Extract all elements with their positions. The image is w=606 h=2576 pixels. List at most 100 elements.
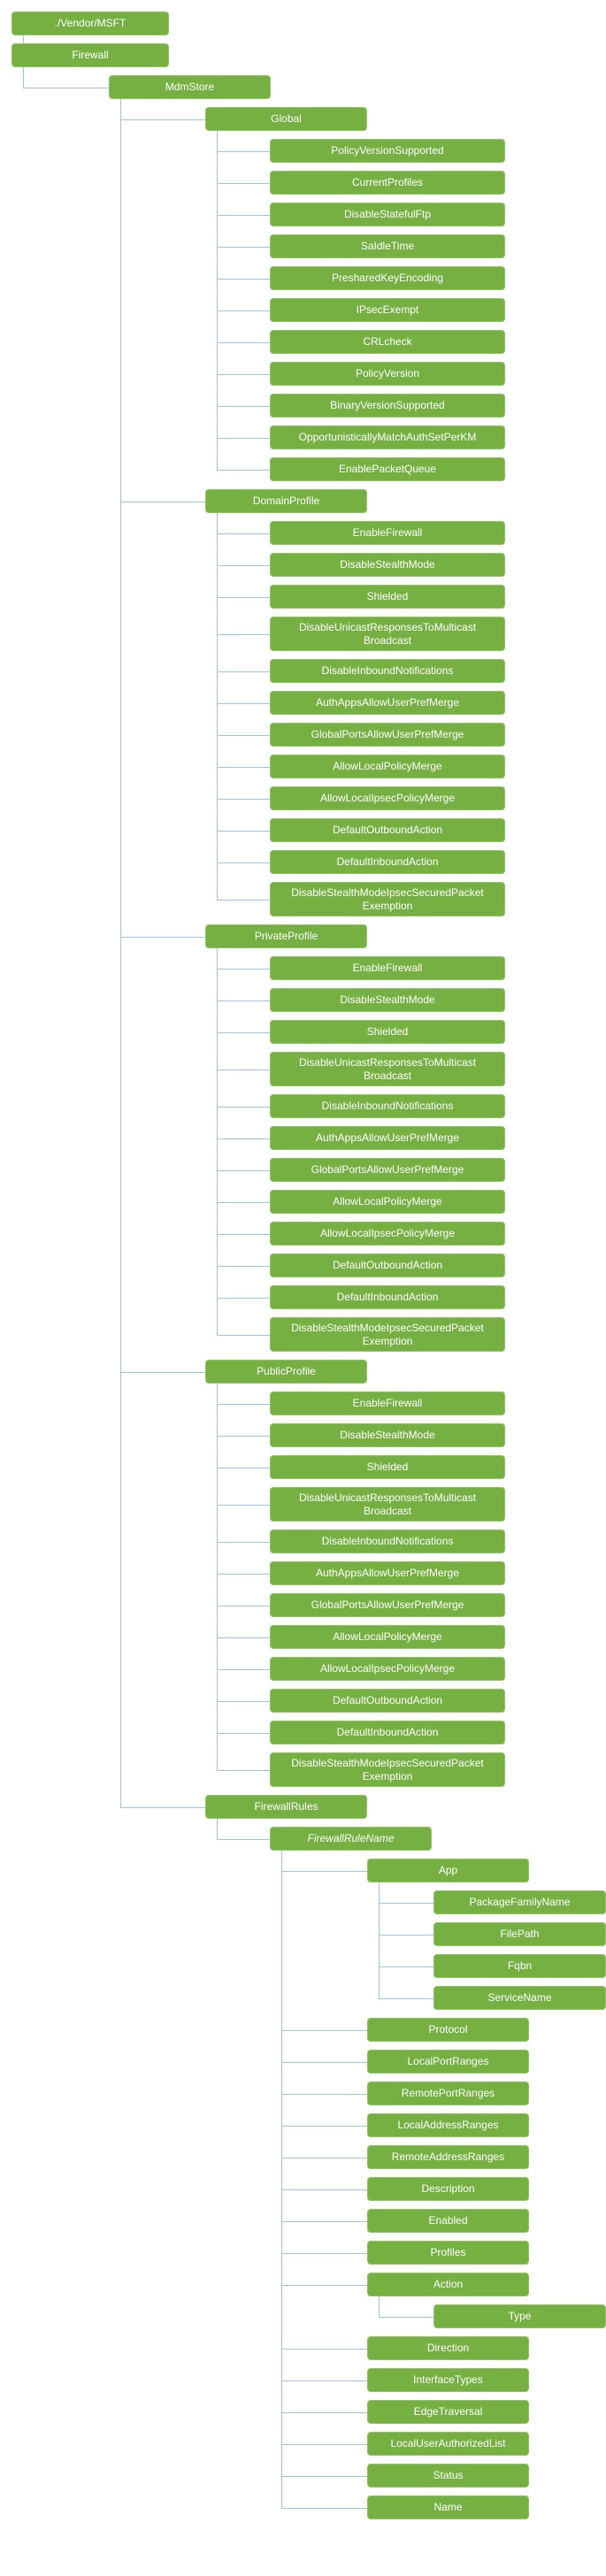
- connector-line: [217, 1505, 270, 1506]
- connector-line: [217, 406, 270, 407]
- tree-node-defaultinboundaction: Default​Inbound​Action: [270, 850, 505, 874]
- tree-node-disablestealthmodeipsecsecuredpacketexemption: Disable​Stealth​Mode​Ipsec​Secured​Packe…: [270, 1752, 505, 1788]
- connector-line: [281, 2508, 367, 2509]
- connector-line: [120, 937, 205, 938]
- connector-line: [281, 2444, 367, 2445]
- tree-node-authappsallowuserprefmerge: Auth​Apps​Allow​User​Pref​Merge: [270, 1561, 505, 1585]
- tree-node-policyversionsupported: Policy​Version​Supported: [270, 139, 505, 163]
- tree-node-action: Action: [367, 2273, 529, 2296]
- connector-line: [217, 1404, 270, 1405]
- tree-node-name: Name: [367, 2496, 529, 2519]
- connector-line: [217, 948, 218, 1335]
- tree-node-defaultinboundaction: Default​Inbound​Action: [270, 1721, 505, 1744]
- tree-node-opportunisticallymatchauthsetperkm: Opportunistically​Match​Auth​Set​Per​KM: [270, 426, 505, 449]
- tree-node-disablestealthmode: Disable​Stealth​Mode: [270, 553, 505, 577]
- connector-line: [217, 969, 270, 970]
- connector-line: [217, 183, 270, 184]
- connector-line: [23, 67, 24, 88]
- connector-line: [217, 862, 270, 863]
- tree-node-defaultinboundaction: Default​Inbound​Action: [270, 1285, 505, 1309]
- connector-line: [217, 900, 270, 901]
- tree-node-globalportsallowuserprefmerge: Global​Ports​Allow​User​Pref​Merge: [270, 723, 505, 747]
- connector-line: [217, 735, 270, 736]
- connector-line: [217, 533, 270, 534]
- connector-line: [217, 1770, 270, 1771]
- tree-node-presharedkeyencoding: Preshared​Key​Encoding: [270, 266, 505, 290]
- connector-line: [281, 2253, 367, 2254]
- tree-node-ipsecexempt: IPsec​Exempt: [270, 298, 505, 322]
- connector-line: [281, 2380, 367, 2381]
- tree-node-allowlocalpolicymerge: Allow​Local​Policy​Merge: [270, 755, 505, 778]
- connector-line: [217, 215, 270, 216]
- tree-node-direction: Direction: [367, 2336, 529, 2360]
- tree-node-currentprofiles: Current​Profiles: [270, 171, 505, 195]
- connector-line: [217, 279, 270, 280]
- tree-node-disablestealthmode: Disable​Stealth​Mode: [270, 988, 505, 1012]
- connector-line: [217, 342, 270, 343]
- connector-line: [217, 1819, 218, 1839]
- tree-node-saidletime: Sa​Idle​Time: [270, 234, 505, 258]
- connector-line: [217, 1384, 218, 1770]
- tree-node-policyversion: Policy​Version: [270, 362, 505, 386]
- tree-node-disablestealthmodeipsecsecuredpacketexemption: Disable​Stealth​Mode​Ipsec​Secured​Packe…: [270, 882, 505, 917]
- connector-line: [217, 1032, 270, 1033]
- tree-node-disableinboundnotifications: Disable​Inbound​Notifications: [270, 1094, 505, 1118]
- tree-node-binaryversionsupported: Binary​Version​Supported: [270, 394, 505, 418]
- connector-line: [120, 119, 205, 120]
- tree-node-packagefamilyname: Package​Family​Name: [433, 1890, 606, 1914]
- connector-line: [379, 2317, 433, 2318]
- tree-node-remoteportranges: Remote​Port​Ranges: [367, 2082, 529, 2105]
- connector-line: [217, 565, 270, 566]
- tree-node-disablestealthmode: Disable​Stealth​Mode: [270, 1423, 505, 1447]
- connector-line: [281, 1871, 367, 1872]
- connector-line: [379, 1903, 433, 1904]
- connector-line: [217, 1335, 270, 1336]
- connector-line: [217, 1542, 270, 1543]
- connector-line: [379, 1998, 433, 1999]
- tree-node-crlcheck: CRLcheck: [270, 330, 505, 354]
- connector-line: [217, 597, 270, 598]
- connector-line: [217, 1266, 270, 1267]
- connector-line: [217, 131, 218, 470]
- connector-line: [217, 1107, 270, 1108]
- tree-node-disablestatefulftp: Disable​Stateful​Ftp: [270, 203, 505, 226]
- connector-line: [217, 799, 270, 800]
- connector-line: [120, 1372, 205, 1373]
- tree-node-disablestealthmodeipsecsecuredpacketexemption: Disable​Stealth​Mode​Ipsec​Secured​Packe…: [270, 1317, 505, 1353]
- connector-line: [217, 1839, 270, 1840]
- tree-node-interfacetypes: Interface​Types: [367, 2368, 529, 2392]
- tree-node-app: App: [367, 1859, 529, 1882]
- tree-node-privateprofile: Private​Profile: [205, 924, 367, 948]
- connector-line: [217, 1669, 270, 1670]
- connector-line: [379, 1935, 433, 1936]
- tree-node-authappsallowuserprefmerge: Auth​Apps​Allow​User​Pref​Merge: [270, 1126, 505, 1150]
- connector-line: [217, 1000, 270, 1001]
- connector-line: [281, 2221, 367, 2222]
- tree-node-disableinboundnotifications: Disable​Inbound​Notifications: [270, 1530, 505, 1553]
- connector-line: [281, 2189, 367, 2190]
- tree-node-localaddressranges: Local​Address​Ranges: [367, 2113, 529, 2137]
- connector-line: [120, 99, 121, 1807]
- tree-node-domainprofile: Domain​Profile: [205, 489, 367, 513]
- tree-node-disableunicastresponsestomulticastbroadcast: Disable​Unicast​Responses​To​Multicast​B…: [270, 1052, 505, 1087]
- tree-node-authappsallowuserprefmerge: Auth​Apps​Allow​User​Pref​Merge: [270, 691, 505, 715]
- tree-node-publicprofile: Public​Profile: [205, 1360, 367, 1384]
- tree-node-profiles: Profiles: [367, 2241, 529, 2265]
- tree-node-disableinboundnotifications: Disable​Inbound​Notifications: [270, 659, 505, 683]
- tree-node-firewallrules: Firewall​Rules: [205, 1795, 367, 1819]
- tree-node-enabled: Enabled: [367, 2209, 529, 2233]
- tree-node-firewall: Firewall: [12, 43, 169, 67]
- connector-line: [281, 2030, 367, 2031]
- tree-node-enablefirewall: Enable​Firewall: [270, 521, 505, 545]
- connector-line: [217, 1701, 270, 1702]
- tree-node-defaultoutboundaction: Default​Outbound​Action: [270, 1254, 505, 1277]
- connector-line: [217, 1202, 270, 1203]
- connector-line: [217, 1436, 270, 1437]
- connector-line: [281, 1851, 282, 2508]
- tree-node-protocol: Protocol: [367, 2018, 529, 2042]
- tree-node-allowlocalipsecpolicymerge: Allow​Local​Ipsec​Policy​Merge: [270, 1657, 505, 1681]
- connector-line: [379, 1966, 433, 1967]
- connector-line: [217, 438, 270, 439]
- tree-node-global: Global: [205, 107, 367, 131]
